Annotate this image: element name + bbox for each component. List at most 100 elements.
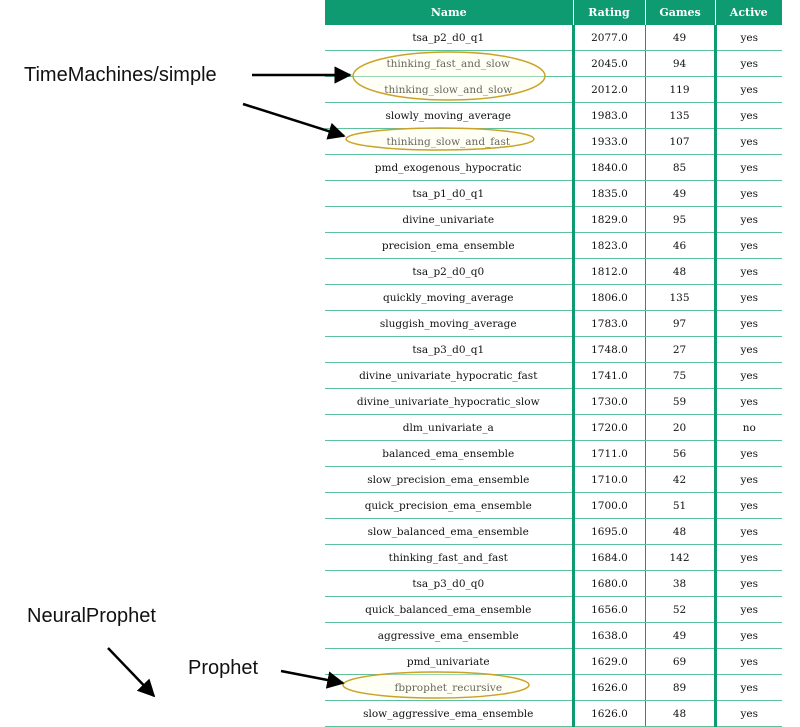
cell-active: yes (713, 50, 782, 77)
cell-rating: 1783.0 (571, 310, 645, 337)
cell-rating: 1983.0 (571, 102, 645, 129)
column-header-rating[interactable]: Rating (573, 0, 646, 25)
highlight-ellipse-thinking-slow-and-fast (345, 127, 535, 151)
cell-games: 52 (644, 596, 715, 623)
cell-active: yes (713, 622, 782, 649)
cell-active: yes (713, 258, 782, 285)
cell-games: 89 (644, 674, 715, 701)
cell-rating: 1711.0 (571, 440, 645, 467)
cell-active: yes (713, 154, 782, 181)
column-header-games[interactable]: Games (645, 0, 716, 25)
cell-games: 49 (644, 622, 715, 649)
highlight-ellipse-timemachines (352, 51, 546, 101)
cell-games: 49 (644, 180, 715, 207)
cell-name: precision_ema_ensemble (325, 232, 573, 259)
table-header: Name Rating Games Active (325, 0, 782, 25)
cell-active: yes (713, 674, 782, 701)
cell-name: quick_precision_ema_ensemble (325, 492, 573, 519)
cell-name: tsa_p2_d0_q1 (325, 25, 573, 51)
cell-name: tsa_p1_d0_q1 (325, 180, 573, 207)
cell-name: pmd_exogenous_hypocratic (325, 154, 573, 181)
cell-games: 135 (644, 102, 715, 129)
cell-name: slow_balanced_ema_ensemble (325, 518, 573, 545)
cell-games: 97 (644, 310, 715, 337)
cell-rating: 2012.0 (571, 76, 645, 103)
arrow-to-thinking-slow-and-fast (242, 102, 346, 140)
cell-games: 94 (644, 50, 715, 77)
neuralprophet-annotation: NeuralProphet (27, 605, 156, 627)
cell-rating: 1680.0 (571, 570, 645, 597)
cell-rating: 1720.0 (571, 414, 645, 441)
cell-rating: 1656.0 (571, 596, 645, 623)
cell-games: 38 (644, 570, 715, 597)
cell-active: no (713, 414, 782, 441)
cell-active: yes (713, 648, 782, 675)
cell-active: yes (713, 76, 782, 103)
cell-rating: 1829.0 (571, 206, 645, 233)
cell-name: thinking_fast_and_fast (325, 544, 573, 571)
cell-games: 95 (644, 206, 715, 233)
cell-games: 119 (644, 76, 715, 103)
cell-name: sluggish_moving_average (325, 310, 573, 337)
cell-active: yes (713, 180, 782, 207)
cell-name: tsa_p3_d0_q0 (325, 570, 573, 597)
cell-games: 27 (644, 336, 715, 363)
cell-games: 69 (644, 648, 715, 675)
cell-name: divine_univariate_hypocratic_fast (325, 362, 573, 389)
cell-name: pmd_univariate (325, 648, 573, 675)
cell-active: yes (713, 284, 782, 311)
cell-active: yes (713, 700, 782, 727)
cell-active: yes (713, 232, 782, 259)
cell-rating: 1684.0 (571, 544, 645, 571)
cell-rating: 1695.0 (571, 518, 645, 545)
cell-rating: 1812.0 (571, 258, 645, 285)
cell-games: 48 (644, 518, 715, 545)
cell-rating: 2077.0 (571, 25, 645, 51)
cell-name: tsa_p3_d0_q1 (325, 336, 573, 363)
cell-active: yes (713, 336, 782, 363)
cell-games: 56 (644, 440, 715, 467)
cell-rating: 1748.0 (571, 336, 645, 363)
cell-rating: 1638.0 (571, 622, 645, 649)
cell-rating: 1933.0 (571, 128, 645, 155)
column-header-active[interactable]: Active (715, 0, 782, 25)
cell-name: divine_univariate (325, 206, 573, 233)
cell-name: balanced_ema_ensemble (325, 440, 573, 467)
prophet-annotation: Prophet (188, 657, 259, 679)
cell-rating: 1741.0 (571, 362, 645, 389)
cell-active: yes (713, 544, 782, 571)
column-header-name[interactable]: Name (325, 0, 574, 25)
cell-rating: 1626.0 (571, 674, 645, 701)
timemachines-annotation: TimeMachines/simple (24, 64, 217, 86)
cell-name: divine_univariate_hypocratic_slow (325, 388, 573, 415)
cell-name: quickly_moving_average (325, 284, 573, 311)
cell-active: yes (713, 570, 782, 597)
cell-rating: 1626.0 (571, 700, 645, 727)
